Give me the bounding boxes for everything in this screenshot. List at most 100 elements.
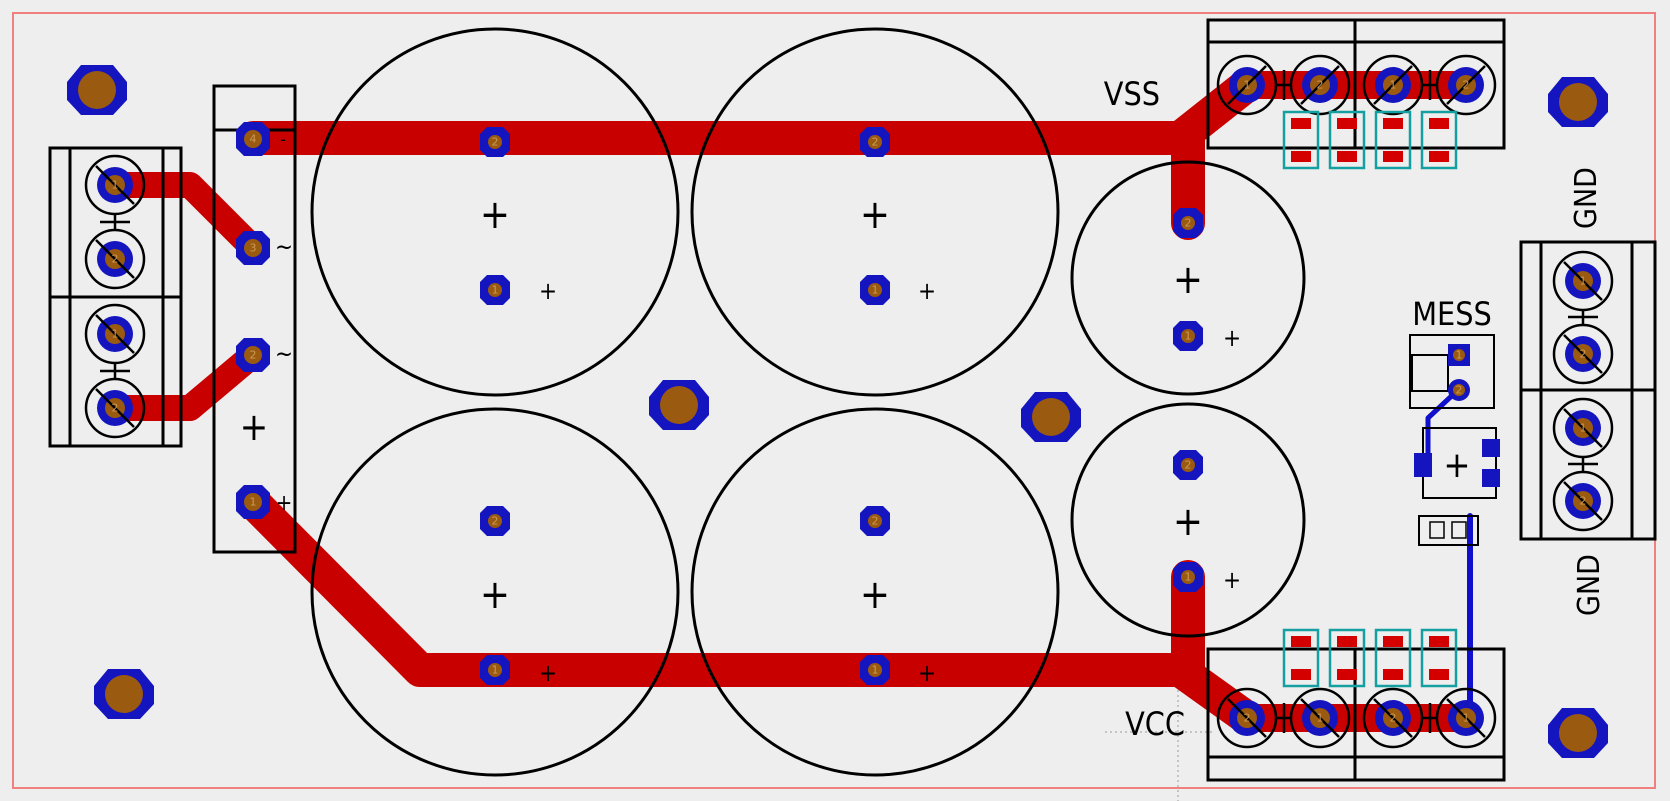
smd-component-plus-mark: +	[1443, 445, 1470, 486]
mounting-hole	[1548, 77, 1608, 127]
mounting-hole	[67, 65, 127, 115]
svg-text:2: 2	[872, 136, 879, 149]
svg-text:1: 1	[1463, 712, 1470, 725]
cap-pad: 2	[480, 127, 510, 157]
svg-text:2: 2	[492, 515, 499, 528]
svg-text:3: 3	[250, 242, 257, 255]
svg-text:1: 1	[1185, 571, 1192, 584]
smd-component-outline	[1418, 515, 1479, 546]
label-gnd-top: GND	[1569, 167, 1604, 229]
svg-text:1: 1	[1580, 422, 1587, 435]
cap-pad: 1	[480, 275, 510, 305]
polarity-plus-mark: +	[539, 277, 557, 305]
label-vss: VSS	[1104, 75, 1160, 113]
smd-resistor	[1282, 628, 1320, 688]
label-vcc: VCC	[1125, 705, 1185, 743]
svg-text:1: 1	[492, 664, 499, 677]
terminal-pad: 2	[1435, 54, 1497, 116]
svg-text:2: 2	[1463, 79, 1470, 92]
bridge-ac-mark-2: ~	[275, 340, 293, 368]
cap-pad: 2	[860, 127, 890, 157]
bridge-minus-mark: -	[280, 129, 286, 150]
svg-text:2: 2	[1580, 348, 1587, 361]
terminal-pad: 2	[1362, 687, 1424, 749]
capacitor-center-marks: + + + + + +	[480, 192, 1203, 618]
cap-center-plus: +	[480, 192, 510, 238]
bridge-rectifier: 4 3 2 1 - ~ ~ + +	[212, 84, 297, 554]
smd-resistor	[1420, 110, 1458, 170]
svg-text:1: 1	[1317, 712, 1324, 725]
polarity-plus-mark: +	[539, 659, 557, 687]
cap-pad: 1	[480, 655, 510, 685]
trace-vcc-rail	[236, 485, 1264, 735]
terminal-pad: 2	[84, 377, 146, 439]
smd-resistor	[1328, 110, 1366, 170]
cap-pad: 1	[1173, 321, 1203, 351]
svg-text:2: 2	[1185, 217, 1192, 230]
svg-text:4: 4	[250, 133, 257, 146]
cap-center-plus: +	[860, 572, 890, 618]
mess-connector: 1 2	[1409, 334, 1495, 409]
smd-resistor	[1374, 628, 1412, 688]
cap-pad: 2	[1173, 450, 1203, 480]
trace-ac-1	[102, 172, 266, 261]
smd-resistor	[1328, 628, 1366, 688]
smd-resistor	[1374, 110, 1412, 170]
svg-text:2: 2	[112, 253, 119, 266]
cap-pad: 1	[1173, 562, 1203, 592]
terminal-pad: 1	[1216, 54, 1278, 116]
mounting-hole	[1021, 392, 1081, 442]
capacitor-top-left-outline	[310, 27, 680, 397]
bridge-center-plus: +	[240, 405, 269, 449]
smd-resistor	[1282, 110, 1320, 170]
terminal-pad: 2	[1552, 323, 1614, 385]
svg-text:2: 2	[1456, 384, 1463, 397]
bridge-plus-mark: +	[276, 491, 293, 516]
polarity-plus-mark: +	[918, 659, 936, 687]
bridge-pad-4: 4	[236, 122, 270, 156]
smd-resistor	[1420, 628, 1458, 688]
terminal-pad: 1	[84, 303, 146, 365]
capacitor-top-right-outline	[690, 27, 1060, 397]
mounting-holes	[67, 65, 1608, 758]
svg-text:1: 1	[112, 179, 119, 192]
capacitor-bottom-right-outline	[690, 407, 1060, 777]
svg-text:1: 1	[1185, 330, 1192, 343]
svg-text:1: 1	[872, 284, 879, 297]
capacitor-outlines	[310, 27, 1306, 777]
polarity-plus-mark: +	[918, 277, 936, 305]
svg-text:1: 1	[1580, 275, 1587, 288]
svg-text:1: 1	[250, 496, 257, 509]
capacitor-polarity-marks: + + + + + +	[539, 277, 1241, 687]
capacitor-small-bottom-outline	[1070, 402, 1306, 638]
svg-text:1: 1	[492, 284, 499, 297]
mounting-hole	[94, 669, 154, 719]
terminal-pad: 2	[1289, 54, 1351, 116]
trace-mess	[1425, 387, 1461, 467]
mounting-hole	[1548, 708, 1608, 758]
smd-component-small	[1418, 515, 1479, 546]
cap-pad: 1	[860, 655, 890, 685]
terminal-pad: 1	[1552, 397, 1614, 459]
svg-text:2: 2	[1185, 459, 1192, 472]
cap-center-plus: +	[1173, 257, 1203, 303]
bridge-outline	[212, 84, 297, 554]
label-gnd-bottom: GND	[1572, 554, 1607, 616]
mess-pad: 2	[1448, 379, 1470, 401]
mess-pad: 1	[1448, 344, 1470, 366]
polarity-plus-mark: +	[1223, 566, 1241, 594]
svg-text:1: 1	[872, 664, 879, 677]
terminal-pad: 2	[84, 228, 146, 290]
mess-connector-outline	[1409, 334, 1495, 409]
bridge-pad-3: 3	[236, 231, 270, 265]
svg-text:1: 1	[1390, 79, 1397, 92]
smd-resistors-vss	[1282, 110, 1458, 170]
cap-pad: 2	[860, 506, 890, 536]
svg-text:2: 2	[872, 515, 879, 528]
terminal-pad: 1	[1435, 687, 1497, 749]
bridge-pad-2: 2	[236, 338, 270, 372]
terminal-block-ac-input: 1 2 1 2	[48, 146, 183, 448]
bottom-copper-traces	[1425, 387, 1473, 721]
bridge-pad-1: 1	[236, 485, 270, 519]
